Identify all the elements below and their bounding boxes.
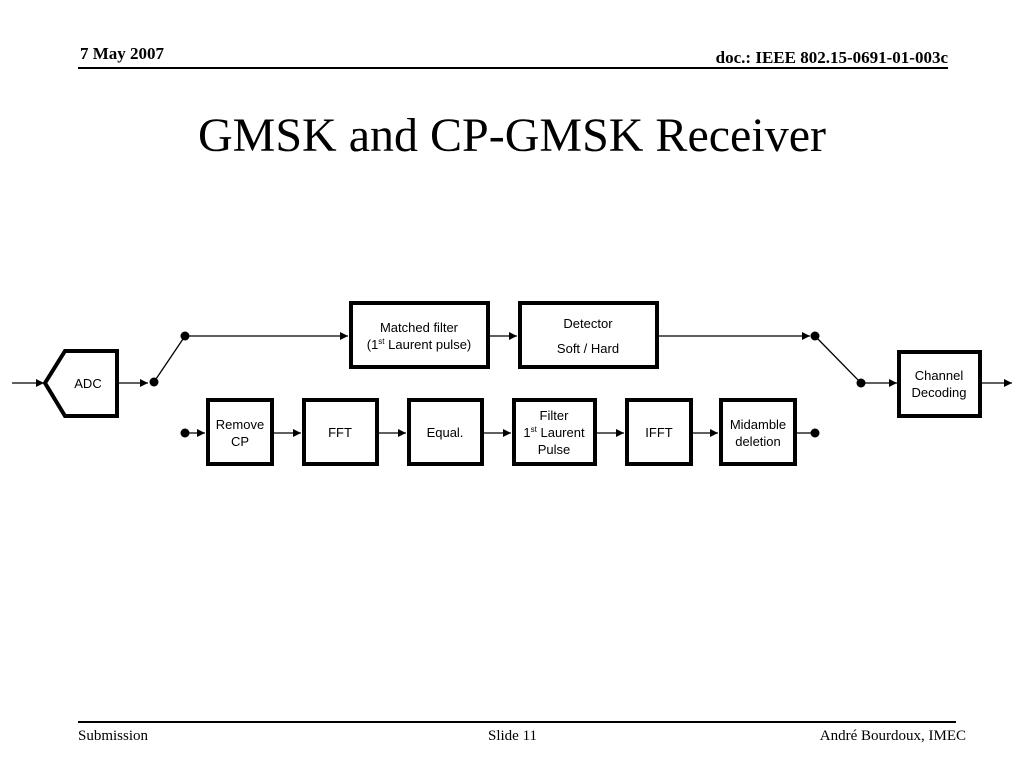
slide-title: GMSK and CP-GMSK Receiver	[198, 109, 826, 162]
laurent-filter-block: Filter 1st Laurent Pulse	[512, 398, 597, 466]
adc-block: ADC	[42, 349, 119, 418]
adc-label: ADC	[74, 376, 101, 391]
header-date: 7 May 2007	[80, 44, 165, 63]
ifft-block: IFFT	[625, 398, 693, 466]
remove-cp-line2: CP	[231, 434, 249, 449]
midamble-line2: deletion	[735, 434, 781, 449]
header-rule	[78, 67, 948, 69]
remove-cp-block: Remove CP	[206, 398, 274, 466]
matched-filter-line1: Matched filter	[380, 320, 459, 335]
remove-cp-line1: Remove	[216, 417, 264, 432]
ifft-label: IFFT	[645, 425, 672, 440]
lower-path-output-node	[810, 428, 820, 438]
equalizer-label: Equal.	[427, 425, 464, 440]
detector-mode-label: Soft / Hard	[557, 341, 619, 356]
matched-filter-block: Matched filter (1st Laurent pulse)	[349, 301, 490, 369]
fft-block: FFT	[302, 398, 379, 466]
input-switch-arm	[153, 335, 186, 383]
channel-decoding-line2: Decoding	[912, 385, 967, 400]
header-doc-id: doc.: IEEE 802.15-0691-01-003c	[715, 48, 948, 67]
detector-label: Detector	[563, 316, 613, 331]
fft-label: FFT	[328, 425, 352, 440]
channel-decoding-block: Channel Decoding	[897, 350, 982, 418]
footer-slide-number: Slide 11	[488, 728, 538, 744]
detector-block: Detector Soft / Hard	[518, 301, 659, 369]
laurent-filter-line1: Filter	[540, 408, 570, 423]
laurent-filter-line3: Pulse	[538, 442, 571, 457]
laurent-filter-line2: 1st Laurent	[523, 425, 585, 440]
equalizer-block: Equal.	[407, 398, 484, 466]
footer-author: André Bourdoux, IMEC	[819, 728, 966, 744]
footer-rule	[78, 721, 956, 723]
footer-submission: Submission	[78, 728, 149, 744]
midamble-line1: Midamble	[730, 417, 786, 432]
midamble-deletion-block: Midamble deletion	[719, 398, 797, 466]
output-switch-arm	[814, 335, 862, 384]
matched-filter-line2: (1st Laurent pulse)	[367, 337, 472, 352]
channel-decoding-line1: Channel	[915, 368, 964, 383]
